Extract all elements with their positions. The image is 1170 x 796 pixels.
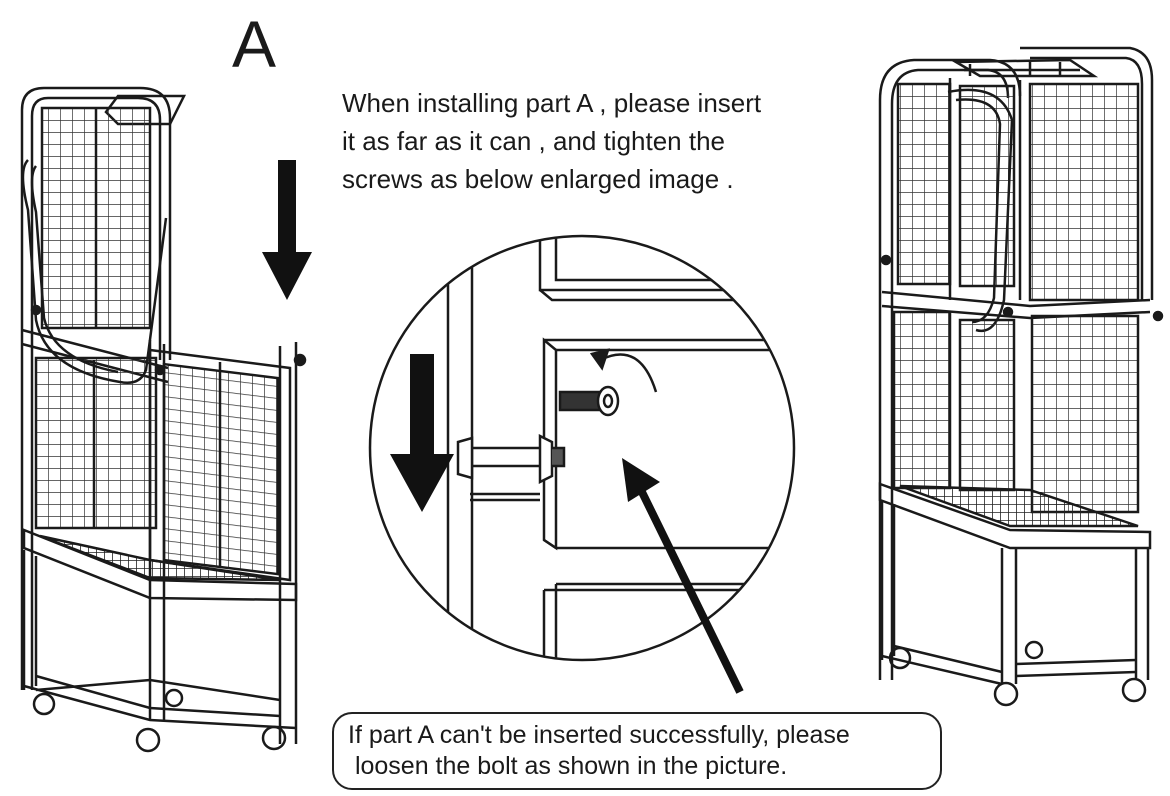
instruction-line: screws as below enlarged image .: [342, 164, 734, 194]
part-label: A: [232, 7, 277, 81]
instruction-line: When installing part A , please insert: [342, 88, 762, 118]
install-instruction: When installing part A , please insert i…: [342, 84, 862, 198]
instruction-line: it as far as it can , and tighten the: [342, 126, 726, 156]
loosen-bolt-note: If part A can't be inserted successfully…: [332, 712, 942, 790]
pointer-arrow-icon: [622, 458, 744, 694]
crate-before-install: [20, 86, 307, 753]
crate-after-install: [878, 46, 1164, 707]
note-line: If part A can't be inserted successfully…: [348, 721, 850, 749]
note-line: loosen the bolt as shown in the picture.: [348, 752, 788, 780]
enlarged-detail-circle: [368, 234, 796, 662]
insert-direction-arrow-icon: [262, 160, 312, 300]
